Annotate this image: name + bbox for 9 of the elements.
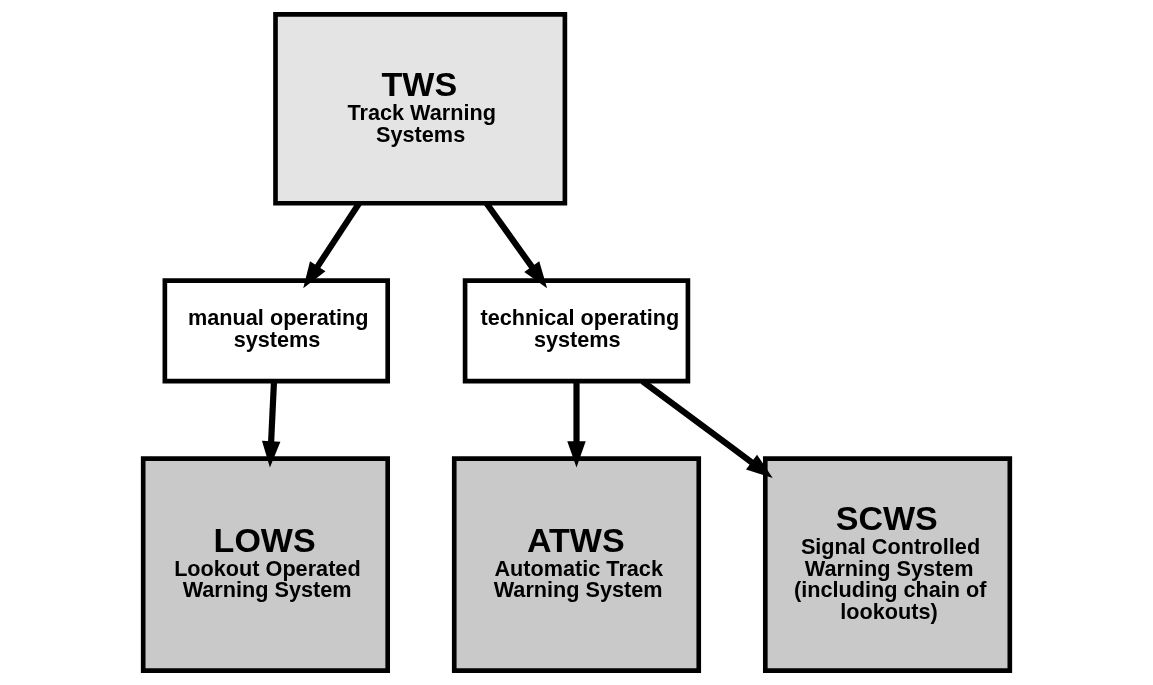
node-box: ATWS Automatic Track Warning System [451,456,702,673]
arrow [567,381,586,468]
node-box: manual operating systems [162,278,390,384]
arrow [261,381,281,468]
node-box: technical operating systems [462,278,691,384]
node-box: LOWS Lookout Operated Warning System [140,456,390,673]
arrow [640,378,773,478]
node-box: TWS Track Warning Systems [273,12,568,206]
node-box: SCWS Signal Controlled Warning System (including chain of lookouts) [762,456,1013,673]
